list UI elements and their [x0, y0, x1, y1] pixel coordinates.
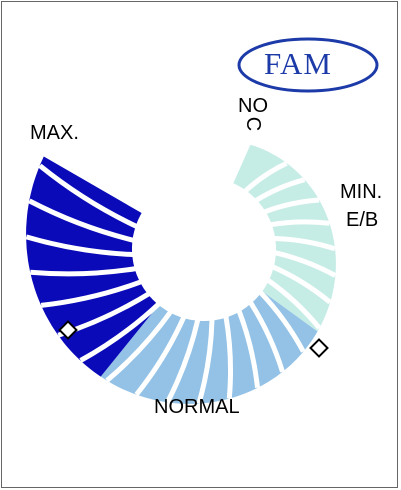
segment-separator: [243, 160, 288, 194]
off-label: NO: [238, 95, 268, 117]
segment-separator: [105, 310, 173, 383]
max-label: MAX.: [30, 122, 79, 144]
segment-separator: [196, 319, 215, 405]
logo-ellipse: [237, 37, 379, 93]
segment-separator: [274, 250, 337, 278]
segment-separator: [223, 316, 234, 399]
segment-separator: [271, 264, 332, 305]
min-label: MIN.: [340, 181, 383, 203]
segment-separator: [266, 278, 322, 330]
segment-separator: [38, 163, 138, 229]
segment-separator: [248, 301, 285, 373]
segment-separator: [40, 279, 142, 308]
max-zone[interactable]: [26, 156, 159, 377]
segment-separator: [25, 234, 134, 258]
segment-separator: [165, 319, 201, 404]
dial-segment-separators: [25, 160, 337, 405]
eb-label: E/B: [346, 209, 379, 231]
segment-separator: [254, 177, 306, 203]
segment-separator: [258, 290, 306, 353]
segment-separator: [30, 266, 137, 277]
diamond-marker: [58, 320, 78, 340]
segment-separator: [79, 301, 161, 363]
segment-separator: [236, 309, 260, 388]
off-c-label: C: [242, 116, 265, 132]
fam-logo: [237, 37, 379, 93]
segment-separator: [274, 236, 336, 252]
segment-separator: [28, 198, 135, 243]
logo-text: FAM: [264, 46, 332, 81]
segment-separator: [270, 219, 330, 228]
segment-separator: [134, 316, 187, 397]
normal-label: NORMAL: [154, 396, 240, 418]
segment-separator: [263, 197, 320, 215]
diamond-marker: [309, 338, 329, 358]
